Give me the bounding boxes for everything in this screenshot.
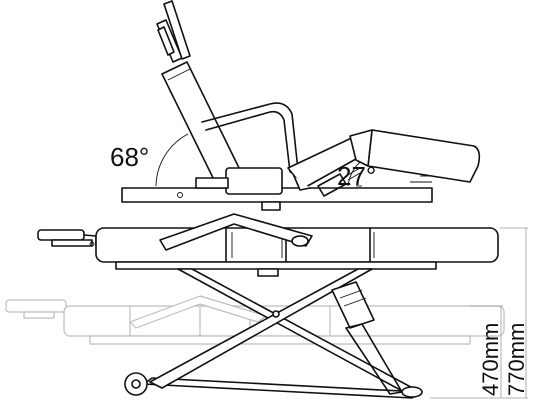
scissor-leg-a (143, 377, 421, 399)
leg-angle-arc (347, 161, 361, 187)
base-bolt (177, 192, 183, 198)
raised-table-view (37, 213, 499, 399)
seat-block (225, 167, 283, 195)
leg-angle-label: 27° (337, 161, 376, 191)
reclined-table-view (121, 0, 481, 211)
dimension-lines (430, 227, 528, 399)
back-angle-arc (155, 133, 189, 187)
arm-rest (201, 102, 299, 171)
face-cradle (37, 229, 85, 241)
tilt-actuator (317, 173, 347, 197)
foot-section (367, 129, 481, 183)
table-frame (115, 261, 437, 270)
back-angle-label: 68° (110, 142, 149, 172)
lift-actuator-rod (345, 323, 403, 395)
scissor-leg-c (149, 268, 373, 389)
pivot-bolt (272, 310, 280, 318)
arm-rest-bar (159, 213, 313, 251)
max-height-label: 770mm (504, 323, 529, 396)
lift-actuator-motor (331, 281, 375, 329)
min-height-label: 470mm (478, 323, 503, 396)
rear-foot (401, 386, 423, 398)
base-foot (261, 201, 281, 211)
